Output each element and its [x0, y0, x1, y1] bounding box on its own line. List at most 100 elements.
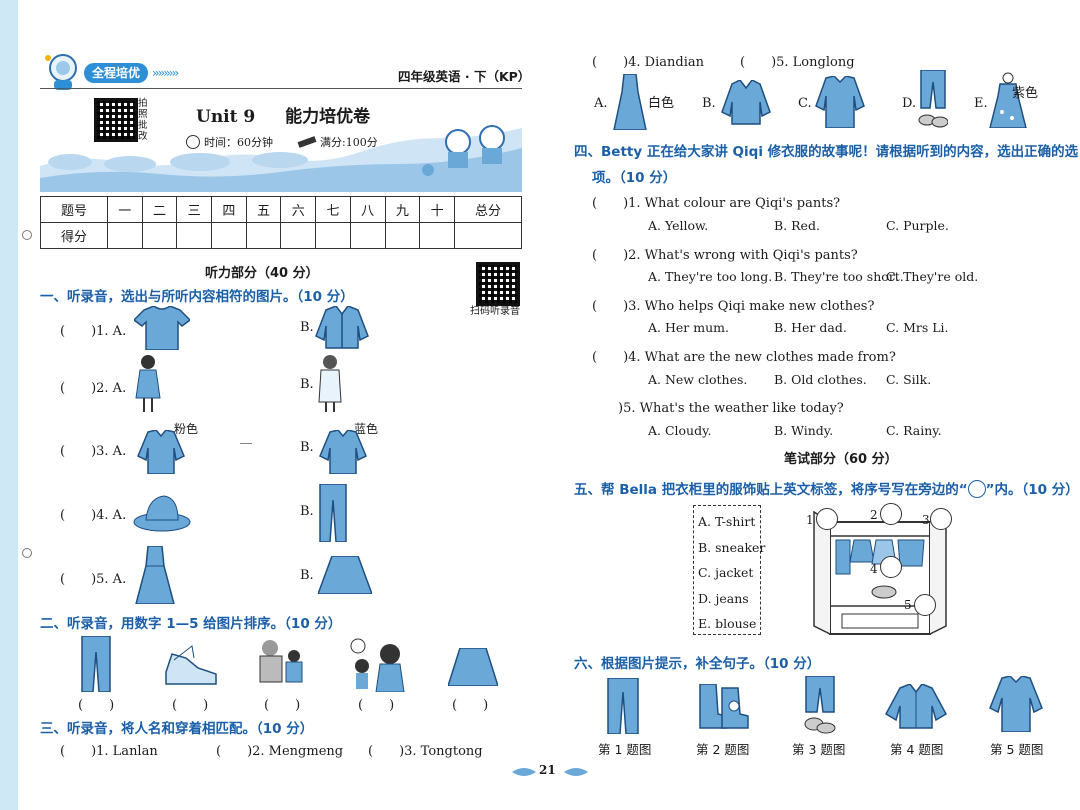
- sec6-caption-3: 第 3 题图: [792, 742, 846, 757]
- sec4-question-5: )5. What's the weather like today?: [592, 401, 844, 416]
- sec1-option-b-1: B.: [300, 320, 314, 335]
- tailor-scene-image: [254, 636, 308, 692]
- sec4-q3-option-c: C. Mrs Li.: [886, 320, 949, 335]
- answer-circle-2[interactable]: [880, 503, 902, 525]
- written-part-title: 笔试部分（60 分）: [784, 452, 898, 467]
- sec3-option-c: C.: [798, 96, 812, 111]
- label-option: D. jeans: [698, 590, 749, 606]
- sec4-question-3: ( )3. Who helps Qiqi make new clothes?: [592, 299, 875, 314]
- table-cell: 一: [106, 196, 143, 223]
- order-blank[interactable]: ( ): [78, 698, 115, 713]
- sec3-item-2: ( )2. Mengmeng: [216, 744, 344, 759]
- sec4-question-1: ( )1. What colour are Qiqi's pants?: [592, 196, 841, 211]
- banner-badge-text: 全程培优: [91, 66, 140, 80]
- order-blank[interactable]: ( ): [452, 698, 489, 713]
- sec4-q5-option-c: C. Rainy.: [886, 423, 942, 438]
- title-cn: 能力培优卷: [285, 107, 371, 127]
- section-2-title: 二、听录音，用数字 1—5 给图片排序。（10 分）: [40, 616, 342, 632]
- sec3-item-1: ( )1. Lanlan: [60, 744, 158, 759]
- girl-dress-image: [134, 354, 162, 412]
- score-cell[interactable]: [141, 222, 178, 249]
- section-4-title-line1: 四、Betty 正在给大家讲 Qiqi 修衣服的故事呢！请根据听到的内容，选出正…: [574, 144, 1079, 160]
- section-3-title: 三、听录音，将人名和穿着相匹配。（10 分）: [40, 721, 314, 737]
- section-5-title-before: 五、帮 Bella 把衣柜里的服饰贴上英文标签，将序号写在旁边的“: [574, 482, 968, 498]
- sec1-question-1: ( )1. A.: [60, 324, 127, 339]
- sec1-option-b-5: B.: [300, 568, 314, 583]
- score-cell[interactable]: [384, 222, 421, 249]
- score-cell[interactable]: [315, 222, 351, 249]
- sec4-q1-option-a: A. Yellow.: [648, 218, 709, 233]
- answer-circle-4[interactable]: [880, 556, 902, 578]
- sec1-question-4: ( )4. A.: [60, 508, 127, 523]
- table-cell: 八: [349, 196, 386, 223]
- sec3-item-4: ( )4. Diandian: [592, 55, 704, 70]
- white-note: 白色: [648, 96, 675, 111]
- wardrobe-number-5: 5: [904, 598, 912, 612]
- table-cell: 四: [211, 196, 247, 223]
- sec1-option-b-3: B.: [300, 440, 314, 455]
- score-table-score-row: 得分: [40, 222, 523, 249]
- sec4-question-2: ( )2. What's wrong with Qiqi's pants?: [592, 248, 858, 263]
- sec4-q2-option-a: A. They're too long.: [648, 269, 773, 284]
- tshirt-image: [134, 306, 190, 350]
- qr-caption: 拍照批改: [138, 98, 148, 142]
- sec4-q5-option-b: B. Windy.: [774, 423, 834, 438]
- order-blank[interactable]: ( ): [172, 698, 209, 713]
- binding-hole: [22, 548, 32, 558]
- score-cell[interactable]: [349, 222, 386, 249]
- page-number-ornament: [510, 764, 590, 780]
- pink-note: 粉色: [174, 422, 199, 436]
- listening-qr-code: [476, 262, 520, 306]
- clothing-label-box: A. T-shirt B. sneaker C. jacket D. jeans…: [693, 505, 765, 635]
- jacket-image-2: [720, 80, 772, 126]
- binding-strip: [0, 0, 18, 810]
- order-blank[interactable]: ( ): [264, 698, 301, 713]
- answer-circle-3[interactable]: [930, 508, 952, 530]
- score-table: 题号 一 二 三 四 五 六 七 八 九 十 总分 得分: [40, 196, 523, 249]
- skirt-image-2: [448, 648, 498, 686]
- table-cell: 七: [315, 196, 351, 223]
- label-option: A. T-shirt: [698, 514, 756, 529]
- score-cell[interactable]: [245, 222, 282, 249]
- sec6-jeans-sneakers-image: [802, 676, 838, 734]
- answer-circle-1[interactable]: [816, 508, 838, 530]
- score-cell[interactable]: [106, 222, 143, 249]
- table-cell: 总分: [453, 196, 523, 223]
- woman-coat-image: [316, 354, 344, 412]
- answer-circle-5[interactable]: [914, 594, 936, 616]
- table-cell: 九: [384, 196, 421, 223]
- table-cell: 五: [245, 196, 282, 223]
- kids-landscape-illustration: [40, 118, 522, 192]
- sec4-q1-option-b: B. Red.: [774, 218, 820, 233]
- table-cell: 二: [141, 196, 178, 223]
- score-table-header-row: 题号 一 二 三 四 五 六 七 八 九 十 总分: [40, 196, 523, 223]
- sec3-item-5: ( )5. Longlong: [740, 55, 855, 70]
- jacket-image: [314, 306, 370, 350]
- listening-part-title: 听力部分（40 分）: [205, 266, 319, 281]
- pants-image: [318, 484, 348, 542]
- score-cell[interactable]: [453, 222, 523, 249]
- score-cell[interactable]: [176, 222, 213, 249]
- sec1-option-b-4: B.: [300, 504, 314, 519]
- listening-qr-caption: 扫码听录音: [470, 306, 520, 317]
- dash-mark: [240, 443, 252, 444]
- sec4-q2-option-b: B. They're too short.: [774, 269, 904, 284]
- table-cell: 得分: [40, 222, 108, 249]
- sec4-q3-option-b: B. Her dad.: [774, 320, 847, 335]
- sec1-question-2: ( )2. A.: [60, 381, 127, 396]
- title-unit: Unit 9: [196, 107, 256, 127]
- blue-note: 蓝色: [354, 422, 379, 436]
- sec6-caption-1: 第 1 题图: [598, 742, 652, 757]
- score-cell[interactable]: [419, 222, 455, 249]
- order-blank[interactable]: ( ): [358, 698, 395, 713]
- score-cell[interactable]: [211, 222, 247, 249]
- section-6-title: 六、根据图片提示，补全句子。（10 分）: [574, 656, 821, 672]
- left-page: 全程培优 ››››››››› 四年级英语 · 下（KP） 拍照批改 Unit 9…: [0, 0, 530, 810]
- label-option: E. blouse: [698, 616, 757, 631]
- wardrobe-number-4: 4: [870, 562, 878, 576]
- sec1-question-5: ( )5. A.: [60, 572, 127, 587]
- sec4-question-4: ( )4. What are the new clothes made from…: [592, 350, 896, 365]
- score-cell[interactable]: [280, 222, 317, 249]
- sec6-jeans-image: [606, 678, 640, 734]
- sec6-jacket-image: [884, 684, 948, 730]
